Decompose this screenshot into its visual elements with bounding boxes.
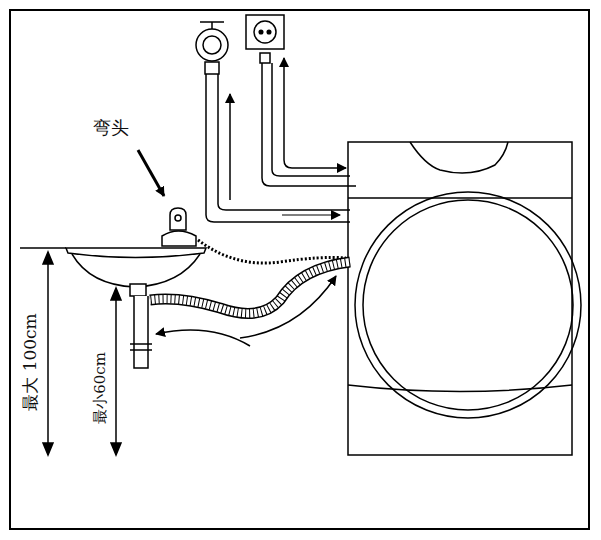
water-tap (196, 22, 228, 74)
drain-hose (150, 262, 350, 313)
washing-machine (348, 142, 581, 455)
elbow (162, 208, 196, 246)
frame (10, 10, 589, 529)
power-socket (246, 15, 284, 63)
inlet-hose (206, 74, 350, 222)
direction-arrow (156, 330, 250, 346)
dimension-label: 最大 100cm (22, 313, 39, 411)
dimension-label: 最小60cm (93, 352, 108, 424)
dimension-lines (20, 248, 121, 455)
drain-hose-dotted (198, 240, 346, 263)
power-cord (262, 58, 356, 186)
part-label: 弯头 (93, 119, 129, 137)
sink (66, 248, 206, 368)
direction-arrow (240, 276, 336, 338)
leader-arrow (138, 150, 164, 196)
